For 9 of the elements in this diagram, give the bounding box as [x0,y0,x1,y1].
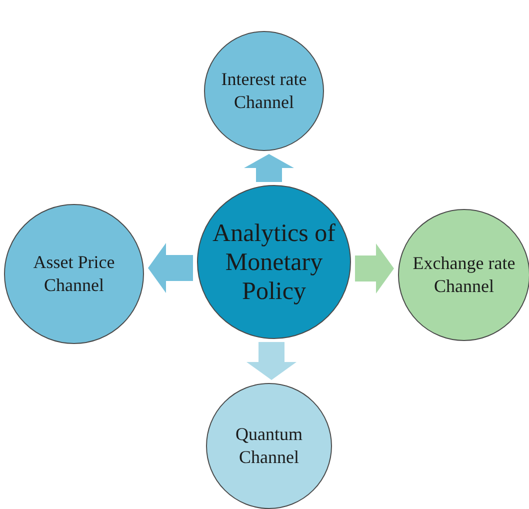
node-label: Asset Price Channel [32,251,116,297]
block-arrow [355,244,394,294]
node-label: Quantum Channel [234,423,304,469]
node-label: Interest rate Channel [220,68,308,114]
block-arrow [148,243,193,293]
node-label: Exchange rate Channel [412,252,516,298]
node-label: Analytics of Monetary Policy [212,218,336,306]
block-arrow [246,342,296,380]
block-arrow [244,154,294,182]
